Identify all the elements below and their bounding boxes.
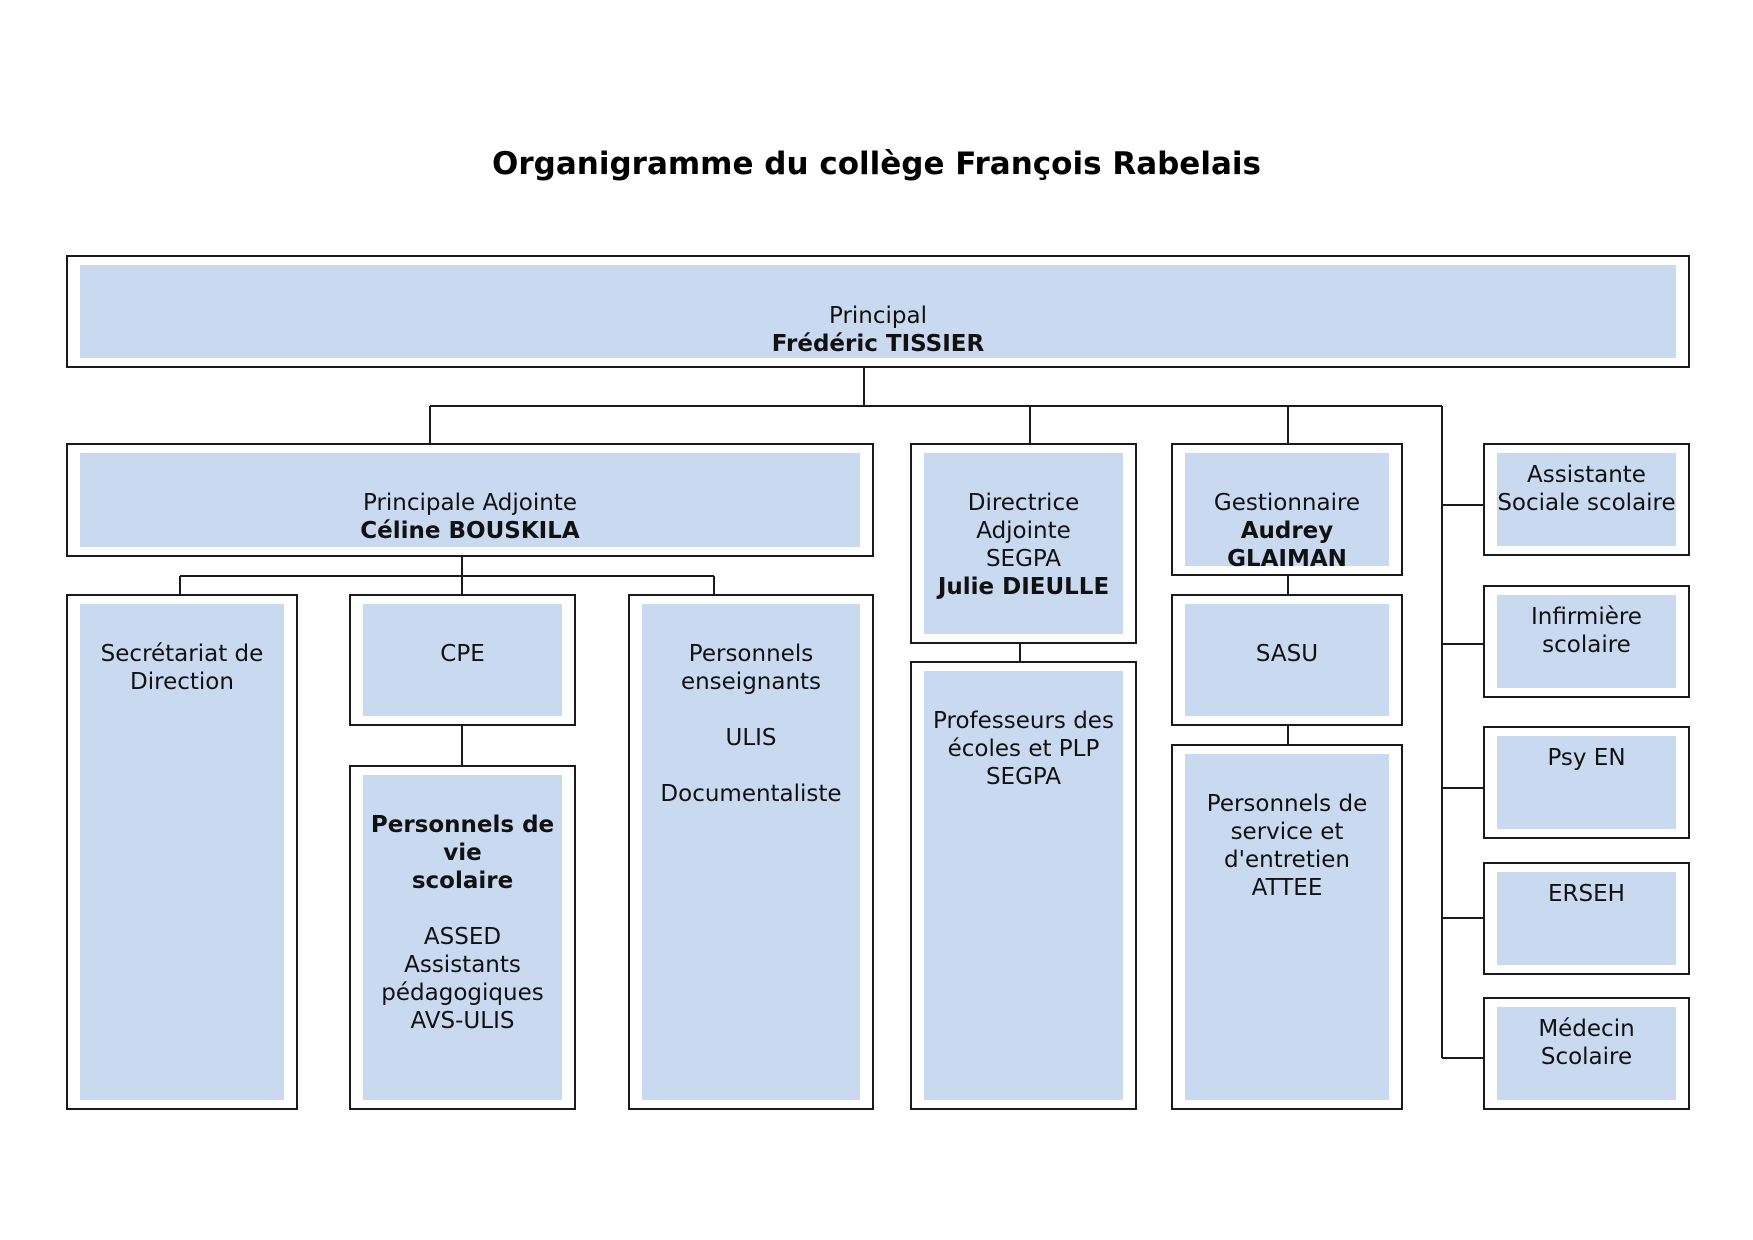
side-psy-box: Psy EN [1483,726,1690,839]
psy-label: Psy EN [1547,745,1626,771]
secretariat-line2: Direction [130,669,234,695]
gestionnaire-role: Gestionnaire [1213,490,1361,516]
vie-scolaire-item: Assistants [404,952,521,978]
gestionnaire-name: Audrey GLAIMAN [1227,518,1347,572]
side-infirmiere-box: Infirmière scolaire [1483,585,1690,698]
directrice-line3: SEGPA [985,546,1062,572]
erseh-label: ERSEH [1548,881,1625,907]
professeurs-box: Professeurs des écoles et PLP SEGPA [910,661,1137,1110]
sasu-label: SASU [1255,641,1319,667]
directrice-name: Julie DIEULLE [937,574,1110,600]
sasu-box: SASU [1171,594,1403,726]
vie-scolaire-item: pédagogiques [381,980,544,1006]
adjointe-box: Principale Adjointe Céline BOUSKILA [66,443,874,557]
enseignants-item-ulis: ULIS [725,725,777,751]
vie-scolaire-title1: Personnels de vie [370,812,555,866]
vie-scolaire-item: ASSED [423,924,502,950]
directrice-line1: Directrice [967,490,1080,516]
service-line1: Personnels de [1206,791,1368,817]
page-title: Organigramme du collège François Rabelai… [492,146,1261,182]
medecin-line2: Scolaire [1540,1044,1633,1070]
professeurs-line1: Professeurs des [933,708,1114,734]
service-line3: d'entretien [1224,847,1350,873]
service-box: Personnels de service et d'entretien ATT… [1171,744,1403,1110]
assistante-line2: Sociale scolaire [1497,490,1676,516]
adjointe-name: Céline BOUSKILA [360,518,580,544]
medecin-line1: Médecin [1538,1016,1635,1042]
enseignants-line1: Personnels [688,641,814,667]
vie-scolaire-item: AVS-ULIS [410,1008,515,1034]
enseignants-line2: enseignants [680,669,822,695]
cpe-box: CPE [349,594,576,726]
professeurs-line2: écoles et PLP [947,736,1100,762]
enseignants-box: Personnels enseignants ULIS Documentalis… [628,594,874,1110]
professeurs-line3: SEGPA [985,764,1062,790]
infirmiere-line2: scolaire [1542,632,1631,658]
side-erseh-box: ERSEH [1483,862,1690,975]
assistante-line1: Assistante [1527,462,1646,488]
side-medecin-box: Médecin Scolaire [1483,997,1690,1110]
secretariat-line1: Secrétariat de [100,641,264,667]
principal-role: Principal [828,303,927,329]
vie-scolaire-title2: scolaire [411,868,514,894]
secretariat-box: Secrétariat de Direction [66,594,298,1110]
service-line4: ATTEE [1251,875,1323,901]
directrice-box: Directrice Adjointe SEGPA Julie DIEULLE [910,443,1137,644]
infirmiere-line1: Infirmière [1531,604,1642,630]
principal-name: Frédéric TISSIER [771,331,985,357]
enseignants-item-documentaliste: Documentaliste [660,781,842,807]
cpe-label: CPE [440,641,485,667]
service-line2: service et [1230,819,1344,845]
principal-box: Principal Frédéric TISSIER [66,255,1690,368]
adjointe-role: Principale Adjointe [363,490,577,516]
directrice-line2: Adjointe [976,518,1071,544]
gestionnaire-box: Gestionnaire Audrey GLAIMAN [1171,443,1403,576]
side-assistante-box: Assistante Sociale scolaire [1483,443,1690,556]
vie-scolaire-box: Personnels de vie scolaire ASSED Assista… [349,765,576,1110]
